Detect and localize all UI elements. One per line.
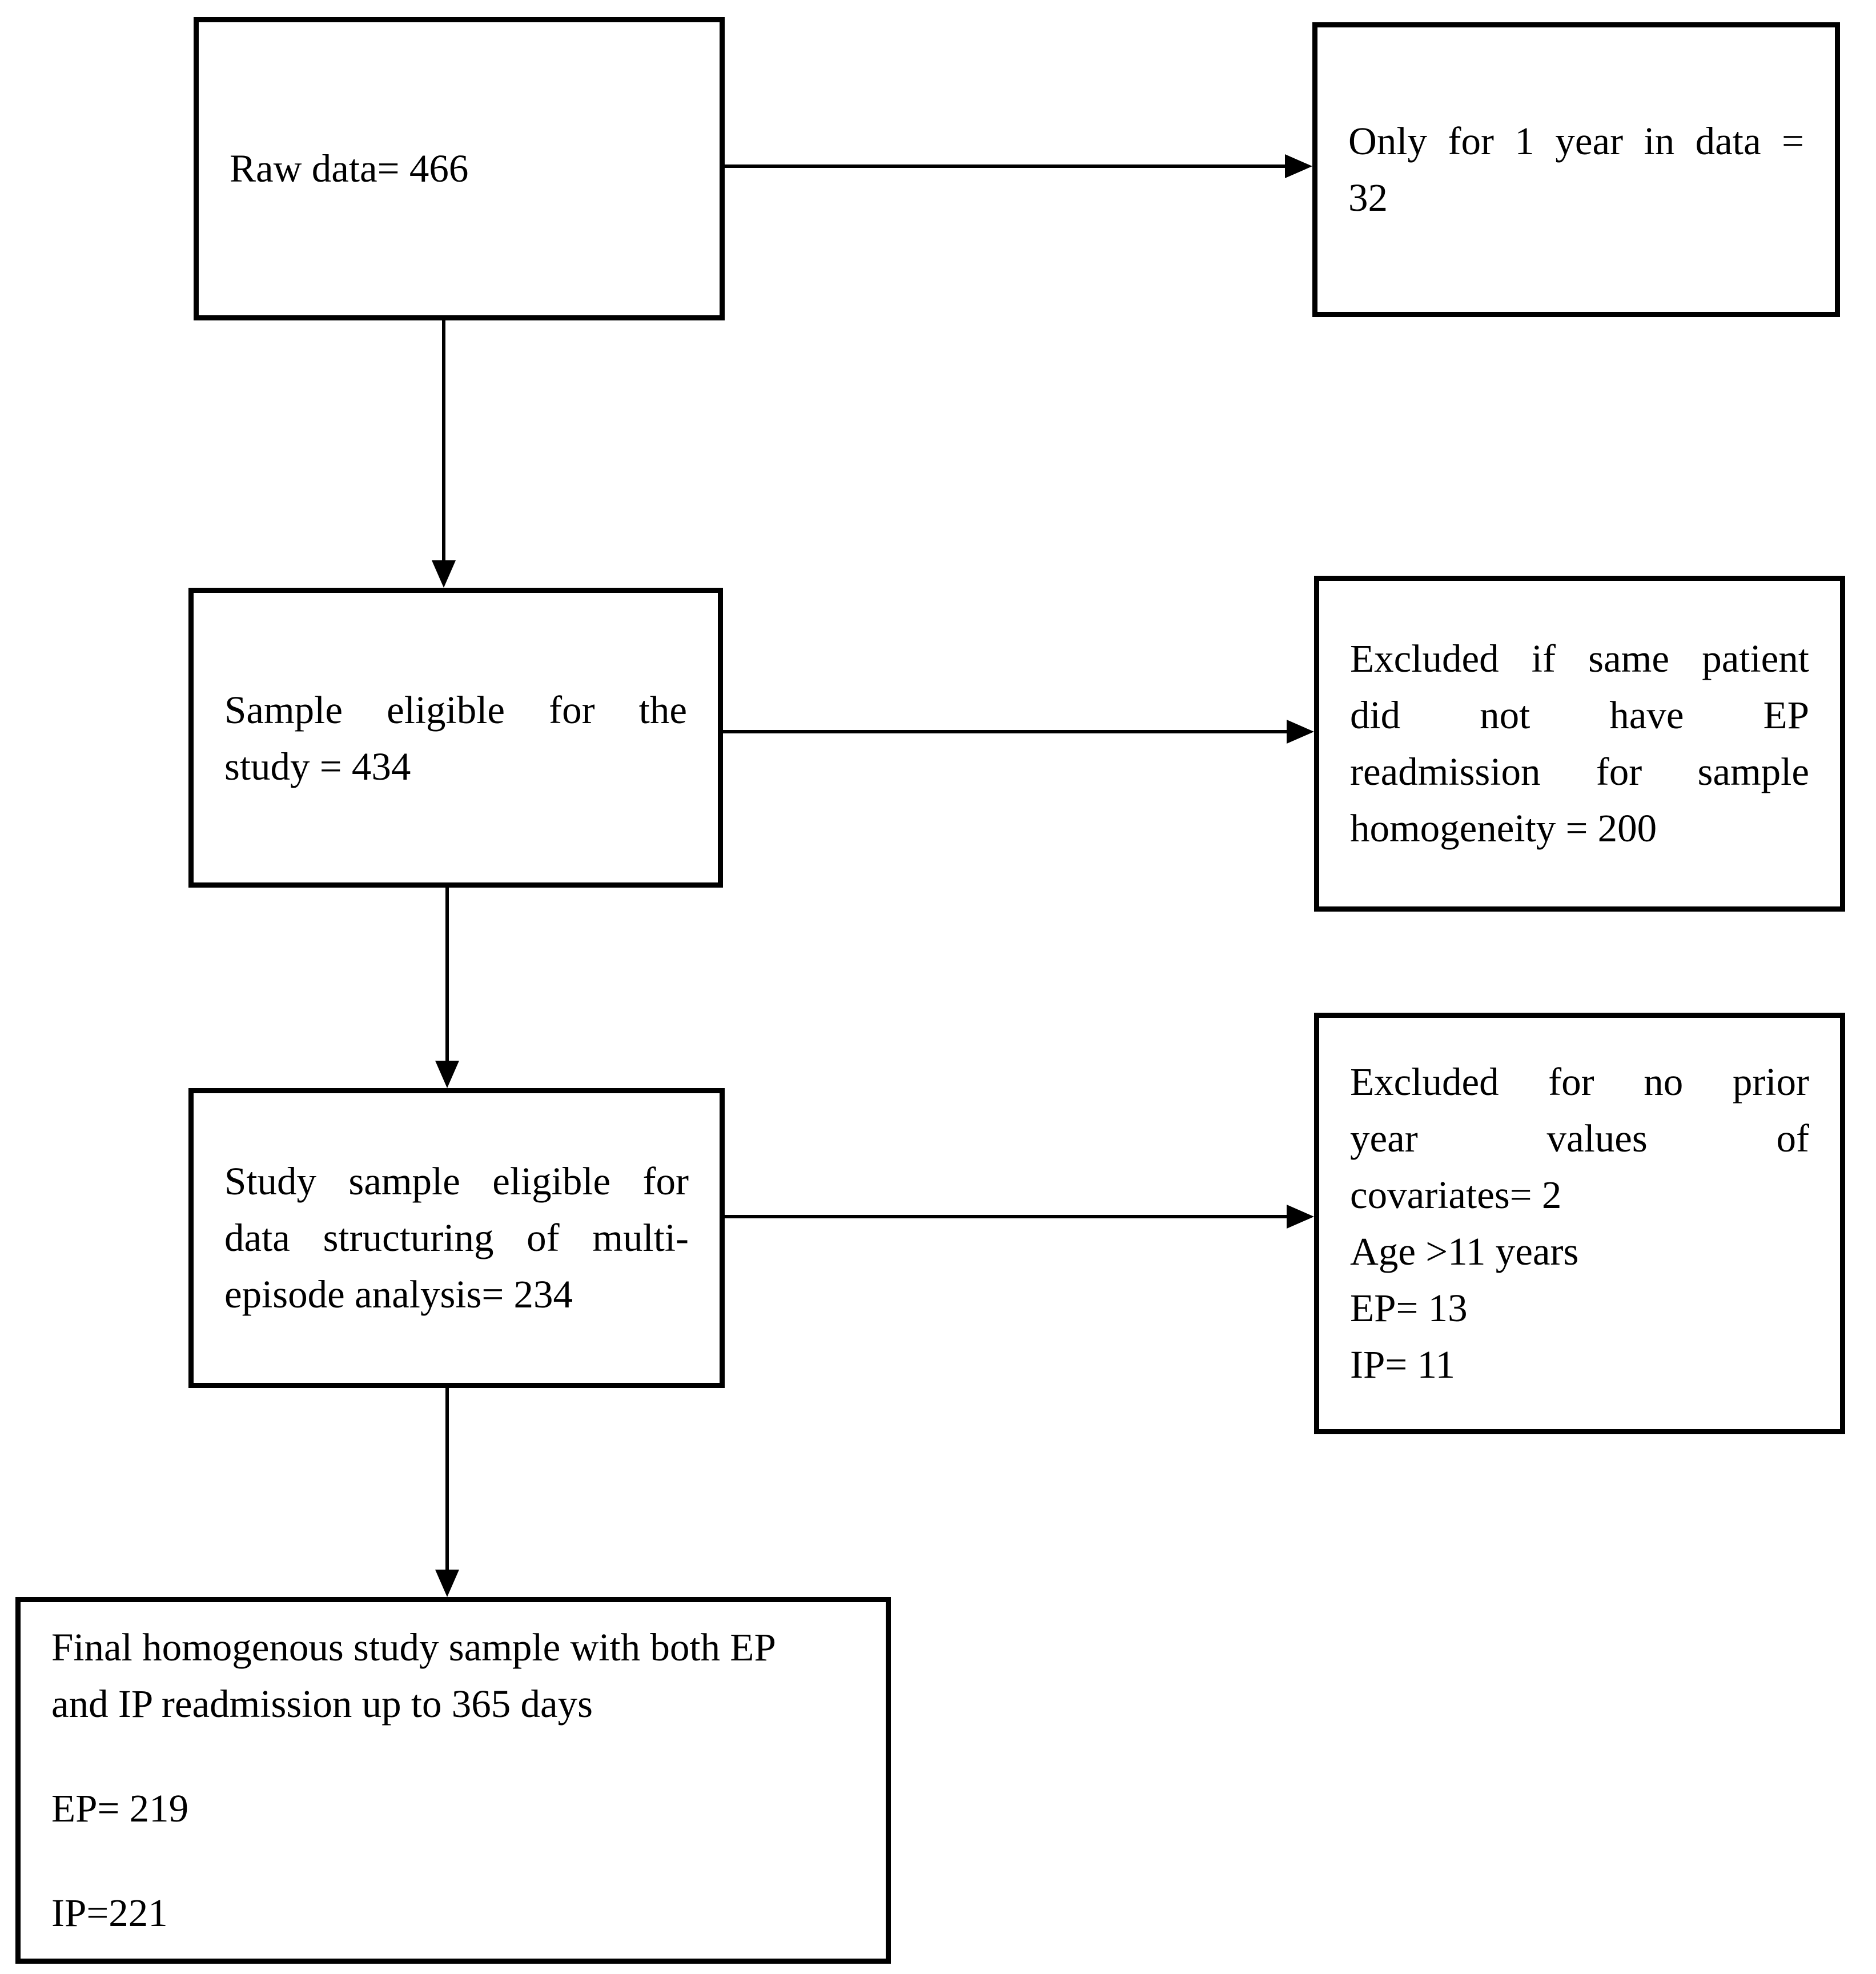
- text-line: Age >11 years: [1350, 1230, 1579, 1273]
- arrow-line-raw-to-one-year: [725, 164, 1288, 168]
- arrowhead-right-icon: [1287, 720, 1314, 744]
- arrowhead-right-icon: [1287, 1205, 1314, 1229]
- text-line: Only for 1 year in data =: [1348, 120, 1804, 163]
- arrowhead-down-icon: [432, 560, 456, 588]
- text-line: Study sample eligible for: [224, 1160, 689, 1203]
- text-line: study = 434: [224, 744, 411, 788]
- text-line: EP= 13: [1350, 1287, 1468, 1330]
- text-line: IP=221: [51, 1892, 168, 1935]
- text-line: Excluded if same patient: [1350, 637, 1809, 680]
- text-line: IP= 11: [1350, 1343, 1455, 1386]
- arrow-line-sample-to-study: [445, 888, 449, 1064]
- arrowhead-down-icon: [435, 1570, 459, 1597]
- text-line: and IP readmission up to 365 days: [51, 1683, 593, 1726]
- box-excluded-no-prior-year: Excluded for no prior year values of cov…: [1314, 1013, 1845, 1434]
- text-line: Raw data= 466: [230, 147, 469, 190]
- text-line: readmission for sample: [1350, 751, 1809, 793]
- box-final-sample: Final homogenous study sample with both …: [15, 1597, 891, 1964]
- arrowhead-right-icon: [1285, 154, 1312, 178]
- text-line: Sample eligible for the: [224, 688, 687, 731]
- box-sample-eligible: Sample eligible for the study = 434: [188, 588, 723, 888]
- text-line: year values of: [1350, 1117, 1809, 1160]
- arrow-line-study-to-excluded: [725, 1215, 1290, 1218]
- box-excluded-same-patient: Excluded if same patient did not have EP…: [1314, 576, 1845, 912]
- text-line: EP= 219: [51, 1787, 189, 1830]
- box-study-sample: Study sample eligible for data structuri…: [188, 1088, 725, 1388]
- box-only-one-year: Only for 1 year in data = 32: [1312, 22, 1840, 317]
- text-line: Final homogenous study sample with both …: [51, 1626, 776, 1669]
- text-line: 32: [1348, 176, 1388, 219]
- text-line: data structuring of multi-: [224, 1217, 689, 1259]
- text-line: homogeneity = 200: [1350, 807, 1657, 850]
- text-line: covariates= 2: [1350, 1174, 1562, 1217]
- arrow-line-sample-to-excluded: [723, 730, 1290, 733]
- arrowhead-down-icon: [435, 1061, 459, 1088]
- arrow-line-study-to-final: [445, 1388, 449, 1573]
- box-raw-data: Raw data= 466: [194, 17, 725, 320]
- arrow-line-raw-to-sample: [442, 320, 445, 564]
- text-line: Excluded for no prior: [1350, 1061, 1809, 1104]
- text-line: did not have EP: [1350, 694, 1809, 737]
- text-line: episode analysis= 234: [224, 1273, 573, 1316]
